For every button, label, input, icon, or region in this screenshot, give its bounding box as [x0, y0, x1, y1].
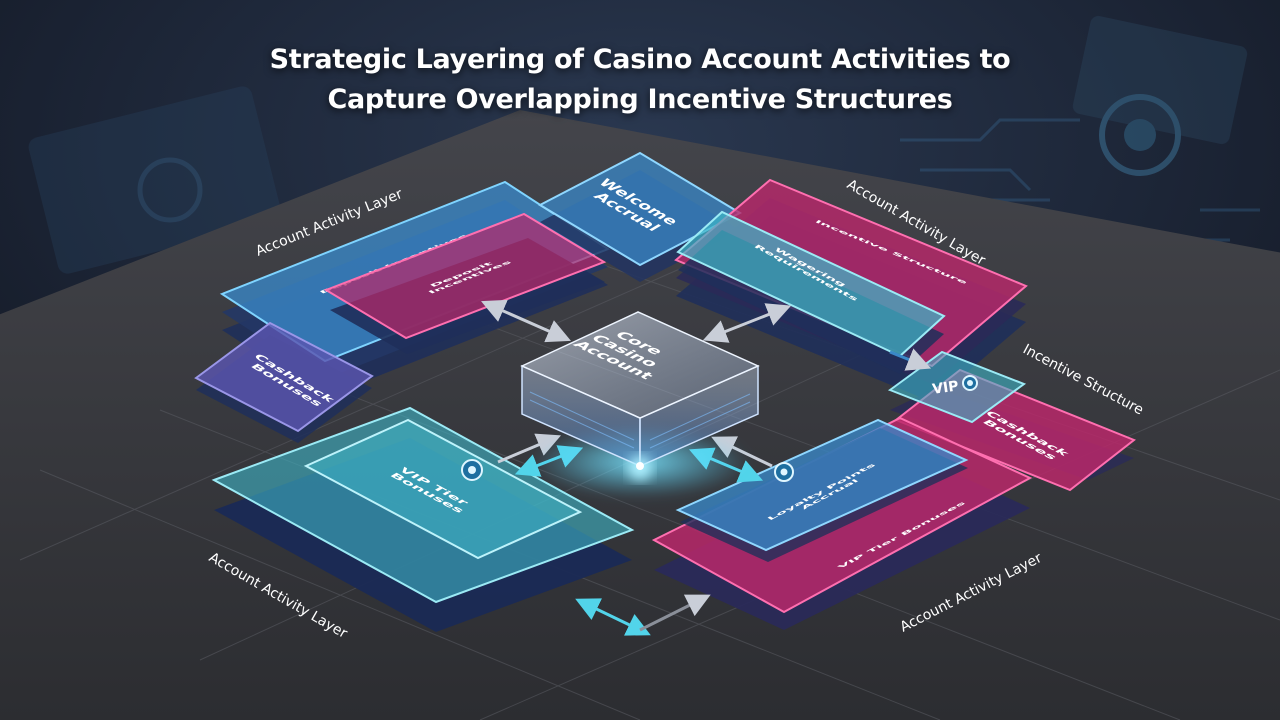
panel-cashback-bonuses-left: Cashback Bonuses [194, 321, 374, 443]
page-title-line-1: Strategic Layering of Casino Account Act… [269, 44, 1011, 75]
arrow-bottom-link-cyan [575, 598, 651, 636]
core-casino-account: Core Casino Account [520, 311, 760, 498]
coin-icon [461, 459, 483, 481]
coin-icon [962, 375, 978, 391]
stack-bottom-right: VIP Tier Bonuses Loyalty Points Accrual [651, 416, 1033, 630]
stack-bottom-left: VIP Tier Bonuses [211, 406, 635, 632]
arrow-bottom-link-grey [639, 594, 711, 632]
core-cube-top [520, 311, 760, 419]
panel-loyalty-points-accrual: Loyalty Points Accrual [675, 418, 969, 562]
page-title-line-2: Capture Overlapping Incentive Structures [327, 84, 953, 115]
page-title: Strategic Layering of Casino Account Act… [0, 40, 1280, 120]
panel-wagering-requirements: Wagering Requirements [676, 210, 946, 374]
panel-vip-tier-bonuses-left: VIP Tier Bonuses [303, 418, 583, 560]
panel-vip-label: VIP [931, 378, 959, 398]
arrow-core-to-top-left [481, 299, 571, 343]
coin-icon [774, 462, 794, 482]
arrow-top-right-to-vip [889, 348, 932, 371]
arrow-core-to-top-right [702, 303, 792, 343]
panel-deposit-incentives-front: Deposit Incentives [323, 212, 607, 354]
background-screens [28, 15, 1260, 274]
